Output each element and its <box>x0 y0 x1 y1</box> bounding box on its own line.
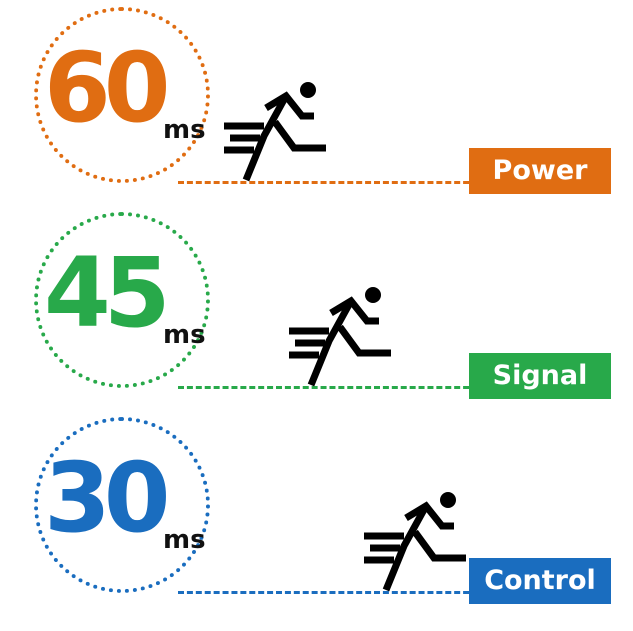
dashed-connector <box>178 591 478 594</box>
latency-unit: ms <box>163 525 206 555</box>
runner-icon <box>289 287 391 387</box>
dotted-ring <box>34 7 210 183</box>
latency-row-power: 60 ms Power <box>0 0 633 210</box>
dashed-connector <box>178 386 478 389</box>
category-label: Power <box>469 148 611 194</box>
latency-value: 30 <box>44 442 171 554</box>
dashed-connector <box>178 181 478 184</box>
latency-row-control: 30 ms Control <box>0 410 633 620</box>
runner-icon <box>224 82 326 182</box>
latency-row-signal: 45 ms Signal <box>0 205 633 415</box>
runner-icon <box>364 492 466 592</box>
category-label: Signal <box>469 353 611 399</box>
category-label: Control <box>469 558 611 604</box>
latency-unit: ms <box>163 320 206 350</box>
latency-value: 45 <box>44 237 171 349</box>
latency-unit: ms <box>163 115 206 145</box>
dotted-ring <box>34 212 210 388</box>
latency-value: 60 <box>44 32 171 144</box>
dotted-ring <box>34 417 210 593</box>
